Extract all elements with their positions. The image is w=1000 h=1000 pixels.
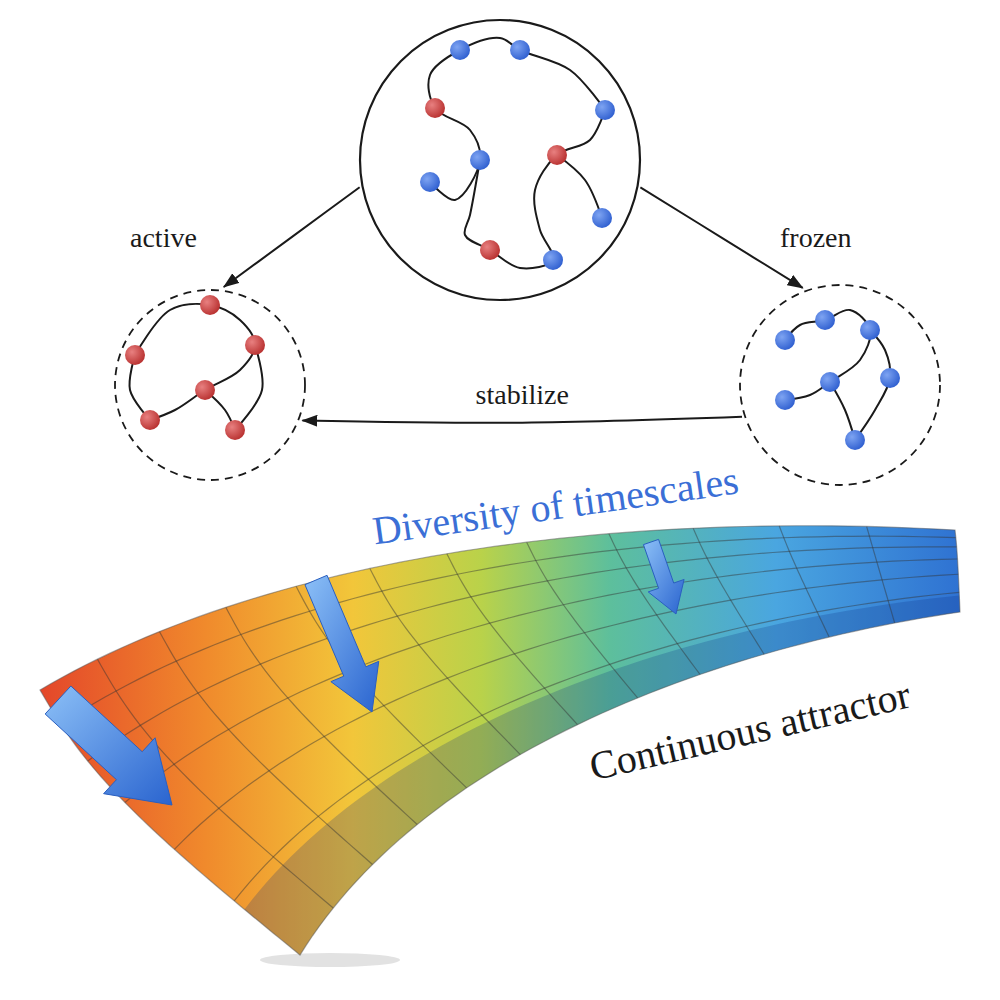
grid-line	[527, 542, 638, 698]
attractor-surface	[40, 526, 960, 967]
grid-line	[370, 568, 520, 754]
circle-border	[740, 285, 940, 485]
shadow	[260, 953, 400, 967]
node-outline	[100, 220, 320, 490]
active-unit	[200, 295, 220, 315]
blue-arrow	[643, 539, 684, 614]
node-outline	[730, 220, 960, 500]
state-label: active	[130, 222, 197, 254]
frozen-unit	[420, 172, 440, 192]
network-link	[464, 110, 605, 268]
frozen-unit	[775, 330, 795, 350]
active-unit	[547, 145, 567, 165]
surface-border	[40, 526, 960, 955]
blue-arrow	[305, 575, 379, 712]
timescale-arrows	[45, 539, 684, 805]
active-unit	[245, 335, 265, 355]
network-link	[557, 155, 602, 218]
frozen-subnetwork: frozen	[730, 220, 960, 500]
frozen-unit	[592, 208, 612, 228]
network	[775, 310, 900, 450]
frozen-unit	[815, 310, 835, 330]
network	[125, 295, 265, 440]
network	[420, 38, 615, 270]
network-graphs	[125, 38, 900, 450]
network-link	[235, 345, 263, 430]
active-unit	[140, 410, 160, 430]
frozen-unit	[450, 40, 470, 60]
frozen-unit	[595, 100, 615, 120]
state-label: frozen	[780, 222, 852, 254]
grid-line	[174, 574, 958, 849]
transition-arrow	[224, 187, 360, 287]
circle-border	[360, 20, 640, 300]
active-unit	[425, 98, 445, 118]
network-circle	[355, 15, 645, 305]
network-link	[785, 310, 870, 400]
active-unit	[225, 420, 245, 440]
network-link	[135, 304, 255, 420]
frozen-unit	[470, 150, 490, 170]
active-unit	[125, 345, 145, 365]
grid-line	[609, 534, 700, 675]
grid-line	[693, 528, 764, 654]
surface-grid	[61, 526, 959, 908]
active-subnetwork: active	[100, 220, 320, 490]
active-unit	[480, 240, 500, 260]
grid-line	[867, 526, 895, 623]
grid-line	[779, 526, 829, 637]
circle-border	[115, 290, 305, 480]
frozen-unit	[543, 250, 563, 270]
network-link	[130, 355, 150, 420]
transition-arrow	[302, 417, 742, 423]
frozen-unit	[820, 372, 840, 392]
network-link	[428, 38, 605, 200]
frozen-unit	[860, 320, 880, 340]
transition-arrow	[640, 187, 802, 288]
surface-fill	[40, 526, 960, 955]
frozen-unit	[880, 368, 900, 388]
frozen-unit	[775, 390, 795, 410]
edge-label-holder: stabilize	[472, 379, 573, 411]
frozen-unit	[845, 430, 865, 450]
node-outline	[355, 15, 645, 305]
grid-line	[125, 559, 958, 803]
edge-label: stabilize	[476, 379, 569, 411]
blue-arrow	[45, 686, 172, 805]
frozen-unit	[510, 40, 530, 60]
active-unit	[195, 380, 215, 400]
